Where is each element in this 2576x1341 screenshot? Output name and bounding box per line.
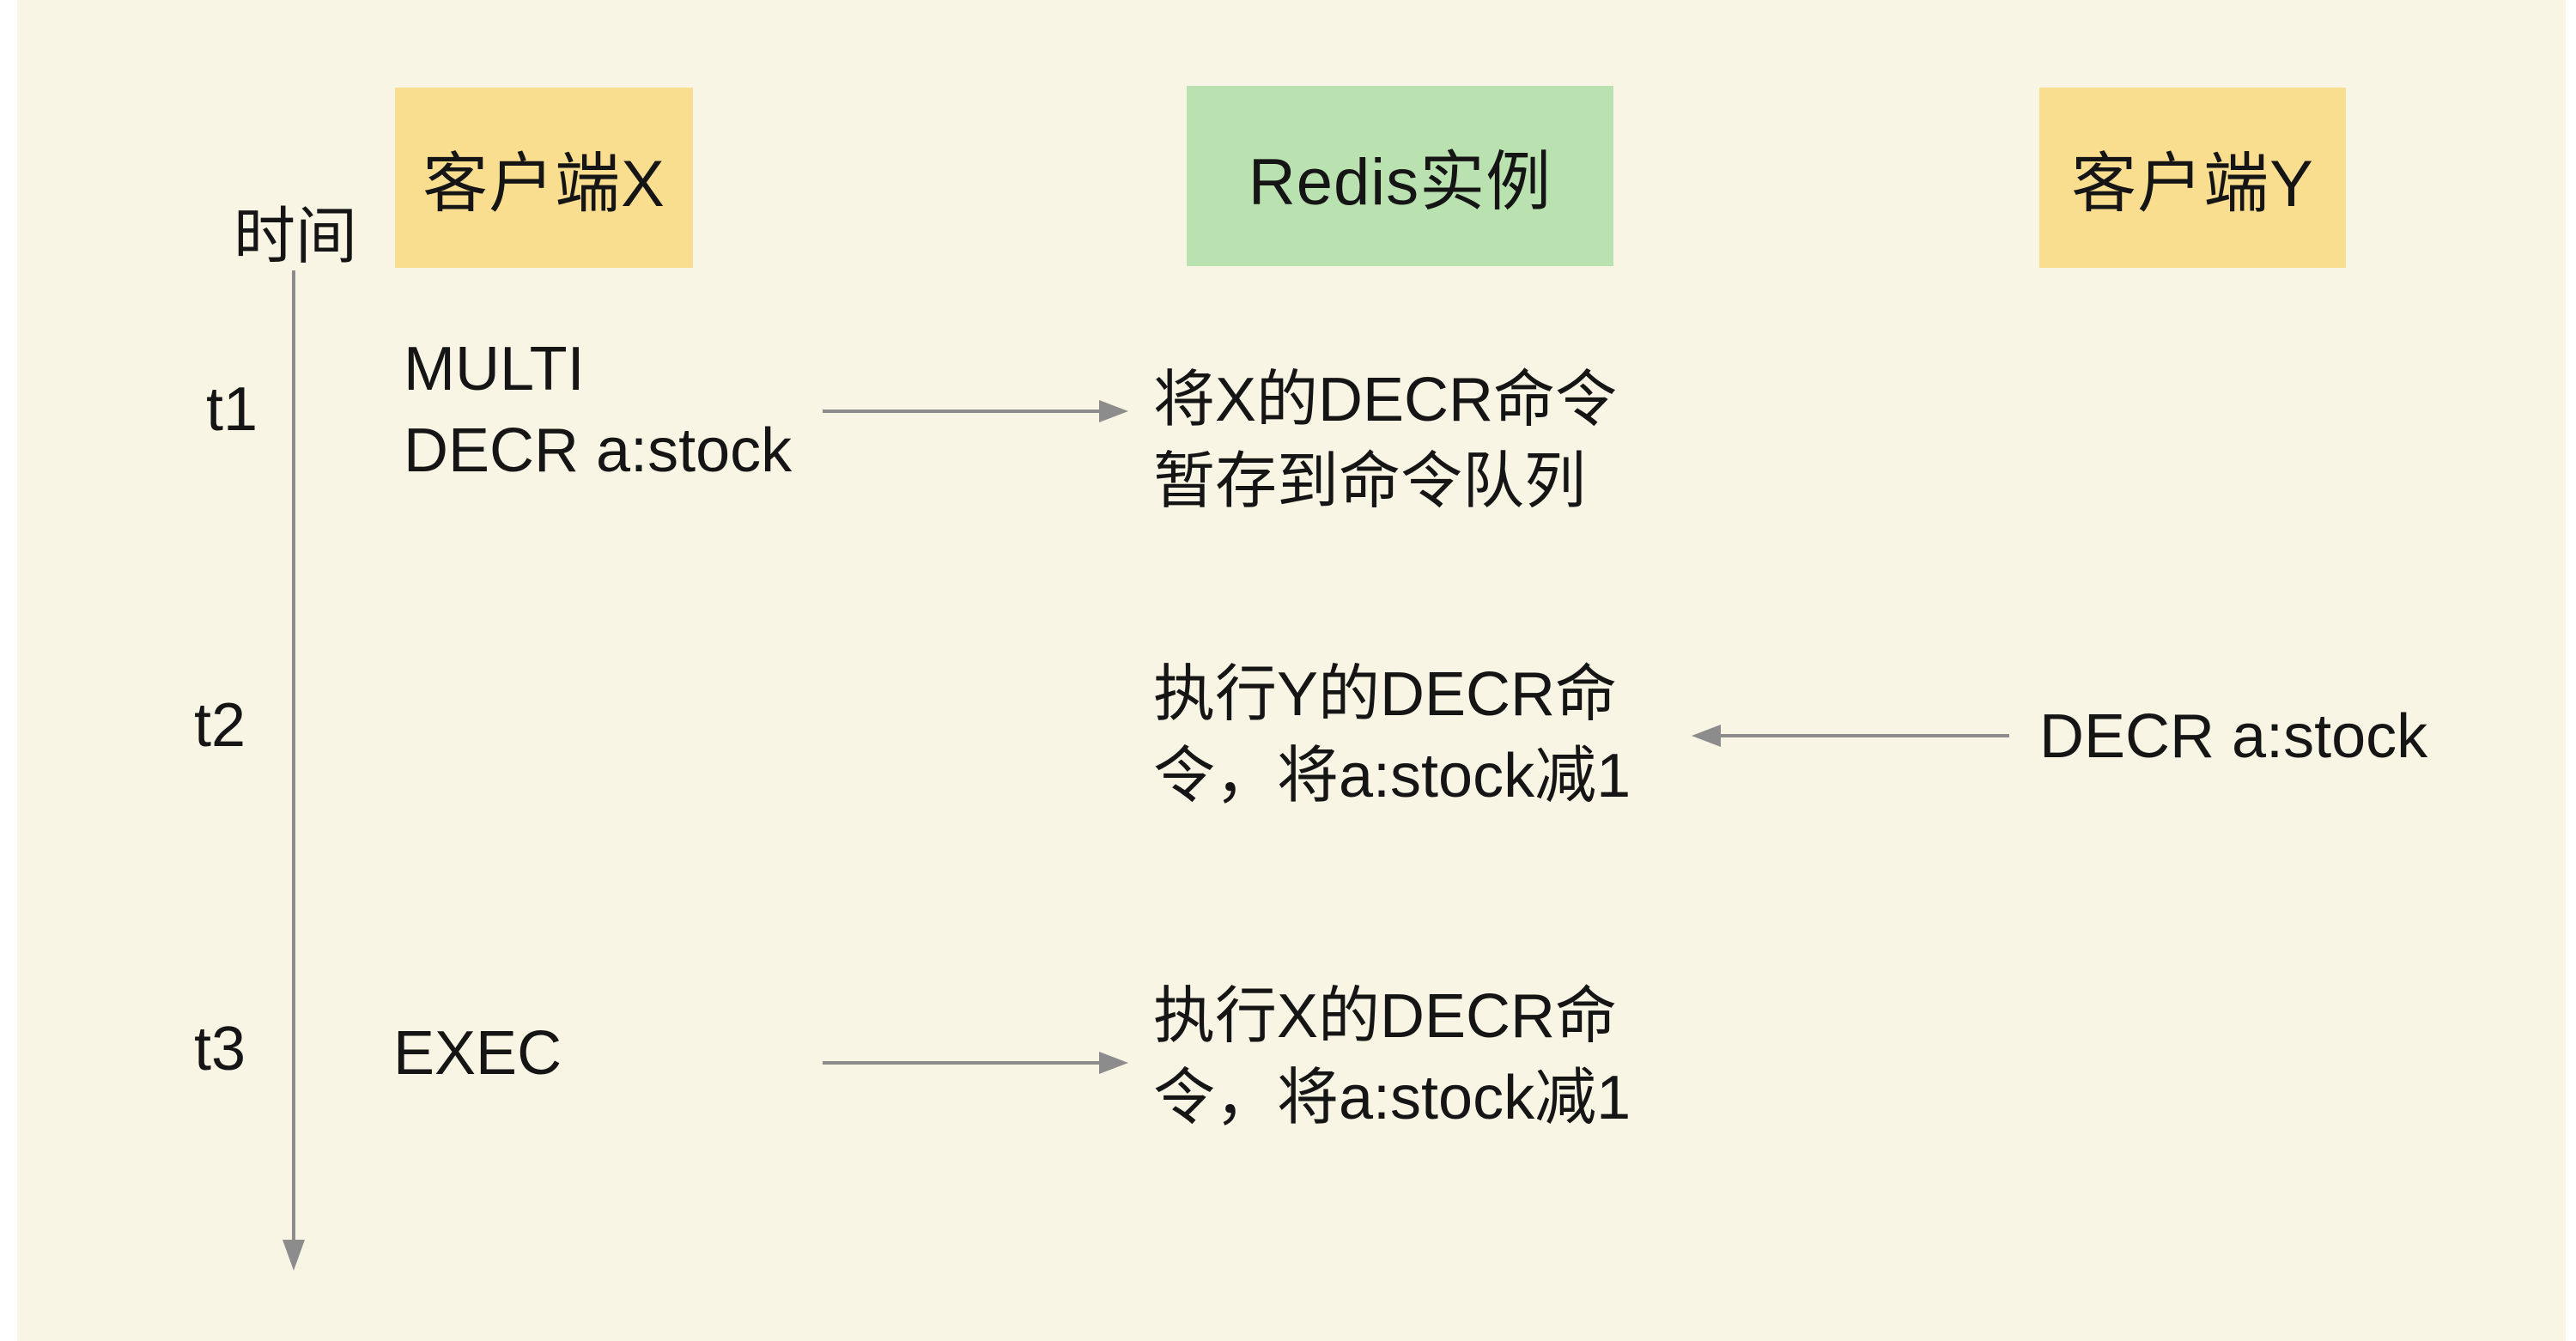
- actor-box-redis: Redis实例: [1187, 86, 1613, 266]
- left-edge-margin: [0, 0, 17, 1341]
- tick-label-t2: t2: [194, 691, 246, 760]
- time-axis-line: [292, 270, 295, 1241]
- arrowhead-right-icon: [1099, 1052, 1128, 1074]
- client-y-command-t2: DECR a:stock: [2039, 702, 2428, 771]
- client-x-command-t1: MULTI DECR a:stock: [404, 335, 793, 485]
- right-edge-margin: [2566, 0, 2576, 1341]
- time-axis-label: 时间: [234, 203, 358, 271]
- redis-note-t1: 将X的DECR命令 暂存到命令队列: [1153, 366, 1618, 516]
- arrow-shaft: [823, 1061, 1099, 1065]
- actor-label-client-y: 客户端Y: [2071, 148, 2314, 221]
- arrow-shaft: [1719, 734, 2009, 737]
- actor-box-client-x: 客户端X: [395, 88, 693, 268]
- arrowhead-left-icon: [1692, 725, 1721, 747]
- redis-note-t2: 执行Y的DECR命 令，将a:stock减1: [1153, 660, 1631, 810]
- actor-box-client-y: 客户端Y: [2039, 88, 2346, 268]
- tick-label-t1: t1: [206, 375, 258, 444]
- redis-note-t3: 执行X的DECR命 令，将a:stock减1: [1153, 982, 1631, 1132]
- tick-label-t3: t3: [194, 1015, 246, 1083]
- client-x-command-t3: EXEC: [393, 1019, 562, 1088]
- actor-label-redis: Redis实例: [1248, 146, 1552, 219]
- actor-label-client-x: 客户端X: [422, 148, 665, 221]
- arrow-shaft: [823, 410, 1099, 413]
- time-axis-arrowhead-icon: [283, 1240, 305, 1271]
- arrowhead-right-icon: [1099, 400, 1128, 422]
